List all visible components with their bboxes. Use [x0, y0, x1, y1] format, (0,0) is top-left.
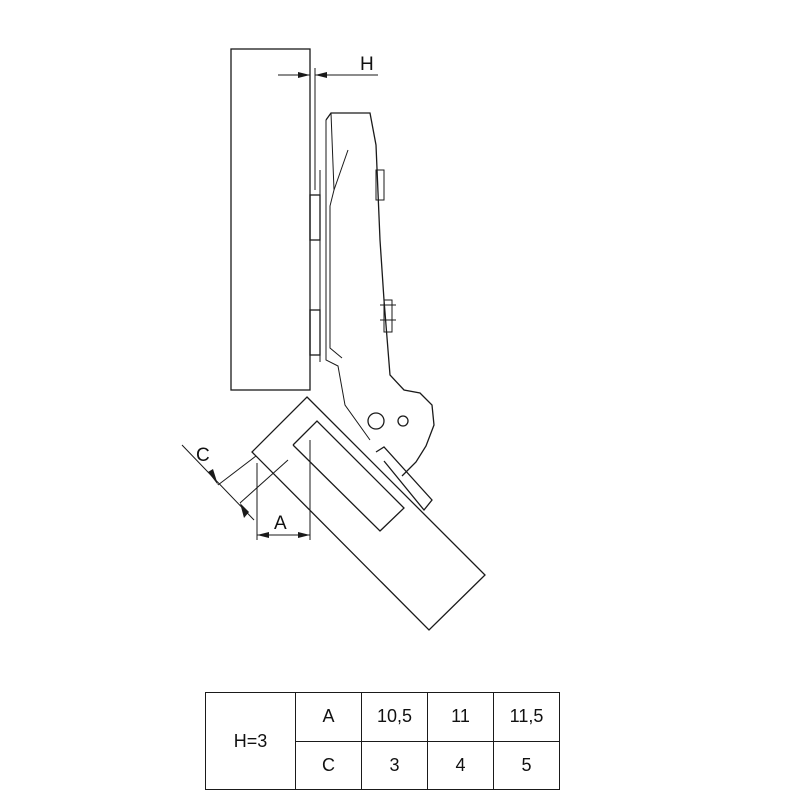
door-panel: [251, 396, 486, 631]
h-value-cell: H=3: [205, 692, 296, 790]
value-cell: 10,5: [361, 692, 428, 742]
dimension-h: H: [278, 54, 378, 195]
value-cell: 3: [361, 740, 428, 790]
value-cell: 11,5: [493, 692, 560, 742]
label-h: H: [360, 54, 374, 75]
value-cell: 5: [493, 740, 560, 790]
label-c: C: [196, 445, 210, 466]
value-cell: 4: [427, 740, 494, 790]
hinge-cup: [292, 420, 433, 532]
spec-table: H=3 A 10,5 11 11,5 C 3 4 5: [205, 692, 560, 790]
label-a: A: [274, 513, 287, 534]
mounting-plate: [309, 170, 321, 362]
hinge-arm: [325, 112, 435, 477]
hinge-pivot-small: [397, 415, 409, 427]
value-cell: 11: [427, 692, 494, 742]
hinge-pivot-large: [367, 412, 385, 430]
dimension-a: A: [256, 440, 311, 540]
cabinet-side-panel: [230, 48, 311, 391]
param-cell-a: A: [295, 692, 362, 742]
table-row: H=3 A 10,5 11 11,5: [205, 692, 560, 790]
param-cell-c: C: [295, 740, 362, 790]
table-row: C 3 4 5: [206, 740, 560, 790]
dimension-c: C: [181, 444, 289, 521]
